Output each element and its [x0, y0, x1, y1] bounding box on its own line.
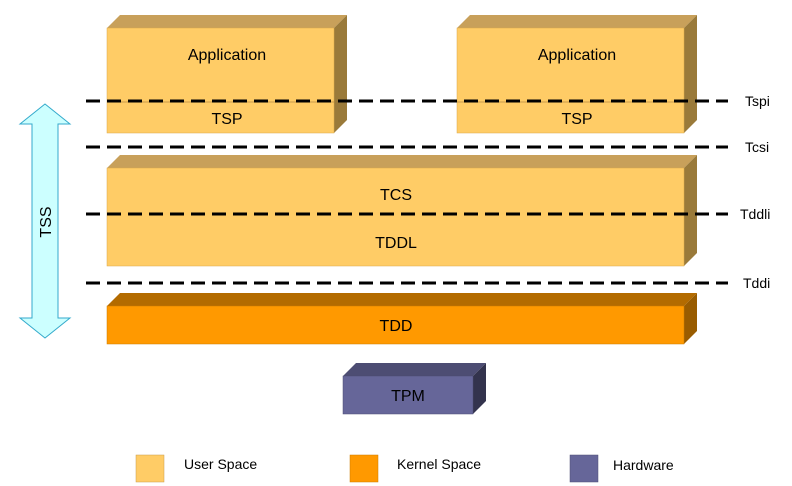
- app-left-label: Application: [188, 47, 266, 64]
- legend-user-space-swatch: [135, 454, 165, 483]
- tsp-left-label: TSP: [211, 111, 242, 128]
- legend-kernel-space-swatch: [349, 454, 379, 483]
- tdd-side-face: [684, 293, 697, 344]
- tss-arrow: [18, 103, 72, 339]
- tpm-front-face: [342, 375, 474, 415]
- tpm-top-face: [343, 363, 486, 376]
- app-left-top-face: [107, 15, 347, 28]
- tspi-label: Tspi: [745, 93, 770, 109]
- tddl-label: TDDL: [375, 235, 417, 252]
- legend-user-space-label: User Space: [184, 456, 257, 472]
- tpm-block: TPM: [342, 363, 486, 415]
- app-right-top-face: [457, 15, 697, 28]
- legend-hardware-label: Hardware: [613, 457, 674, 473]
- tcs-side-face: [684, 155, 697, 266]
- app-tsp-right-block: Application TSP: [456, 15, 697, 134]
- app-right-label: Application: [538, 47, 616, 64]
- app-right-front-face: [456, 27, 685, 134]
- tpm-label: TPM: [391, 388, 425, 405]
- app-right-side-face: [684, 15, 697, 133]
- app-left-front-face: [106, 27, 335, 134]
- tdd-front-face: [106, 305, 685, 345]
- tdd-top-face: [107, 293, 697, 306]
- tdd-label: TDD: [380, 318, 413, 335]
- tddi-label: Tddi: [743, 275, 770, 291]
- tpm-side-face: [473, 363, 486, 414]
- legend: User Space Kernel Space Hardware: [135, 454, 674, 483]
- tdd-block: TDD: [106, 293, 697, 345]
- app-tsp-left-block: Application TSP: [106, 15, 347, 134]
- tss-label: TSS: [38, 206, 55, 237]
- tcs-tddl-block: TCS TDDL: [106, 155, 697, 267]
- tcs-top-face: [107, 155, 697, 168]
- app-left-side-face: [334, 15, 347, 133]
- tcsi-label: Tcsi: [745, 139, 769, 155]
- tcs-front-face: [106, 167, 685, 267]
- tddli-label: Tddli: [740, 206, 770, 222]
- legend-hardware-swatch: [569, 454, 599, 483]
- tsp-right-label: TSP: [561, 111, 592, 128]
- legend-kernel-space-label: Kernel Space: [397, 456, 481, 472]
- tcs-label: TCS: [380, 187, 412, 204]
